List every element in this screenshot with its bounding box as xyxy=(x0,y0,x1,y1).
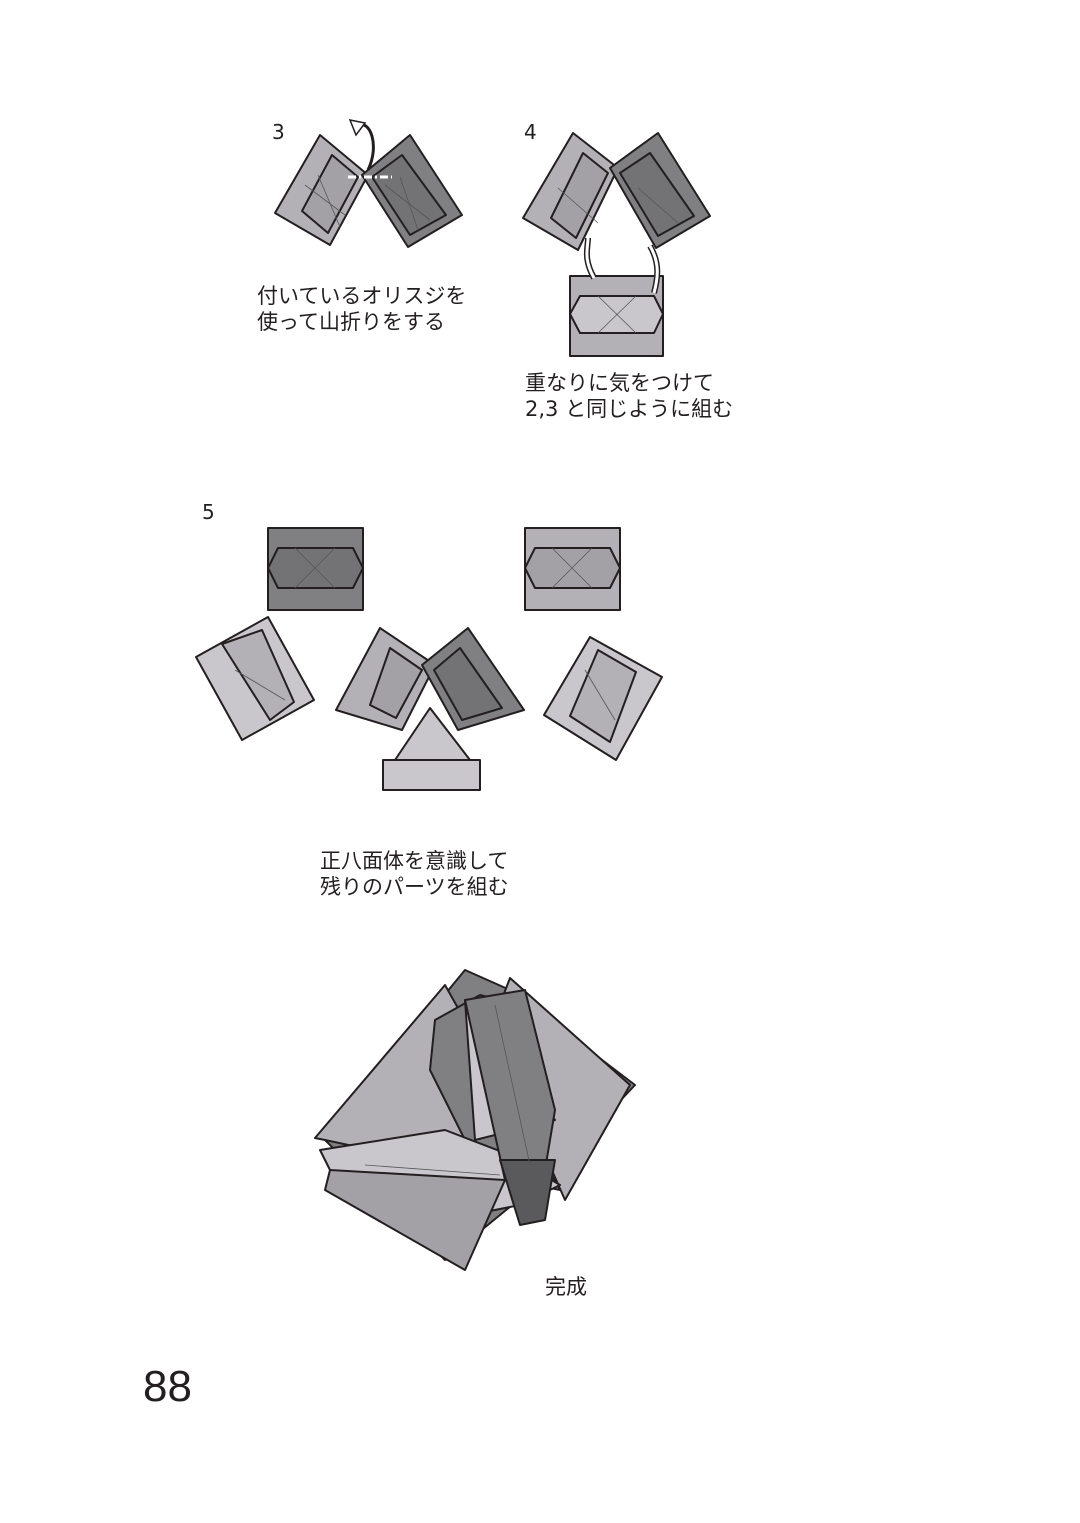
step-3-diagram xyxy=(274,118,463,248)
step-4-number: 4 xyxy=(524,120,537,144)
page-number: 88 xyxy=(143,1362,192,1411)
step-5-caption-line-1: 正八面体を意識して xyxy=(320,849,509,873)
step-3-caption-line-1: 付いているオリスジを xyxy=(257,284,467,308)
completed-model-diagram xyxy=(314,969,636,1271)
step-5-number: 5 xyxy=(202,500,215,524)
step-5-caption-line-2: 残りのパーツを組む xyxy=(320,875,509,899)
completed-caption: 完成 xyxy=(545,1275,587,1299)
step-4-caption-line-1: 重なりに気をつけて xyxy=(525,371,714,395)
step-4-diagram xyxy=(522,132,711,357)
step-3-caption-line-2: 使って山折りをする xyxy=(257,310,445,334)
step-3-number: 3 xyxy=(272,120,285,144)
step-4-caption-line-2: 2,3 と同じように組む xyxy=(525,397,734,421)
step-5-diagram xyxy=(195,527,663,791)
